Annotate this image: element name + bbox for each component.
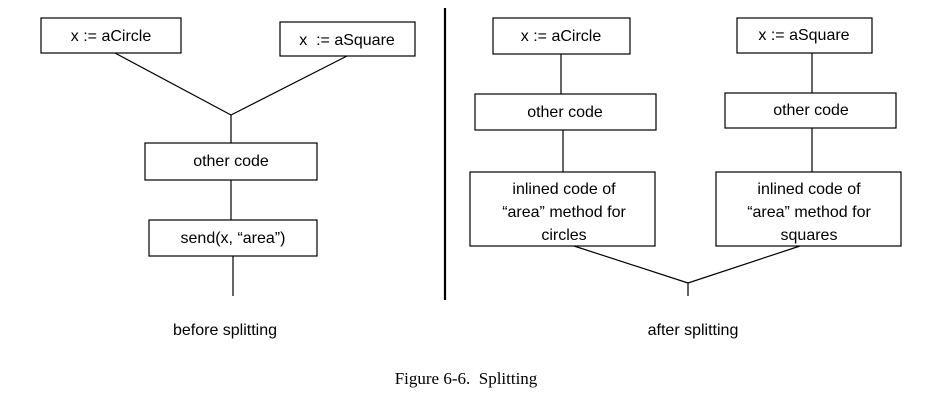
- left-send-label: send(x, “area”): [181, 230, 286, 247]
- right-merge-line-circles: [573, 245, 689, 284]
- right-circle-assign-box: [492, 17, 631, 55]
- left-square-assign-label: x := aSquare: [299, 32, 395, 49]
- right-inlined-squares-box: [715, 171, 902, 247]
- right-square-other-code-box: [724, 92, 897, 129]
- right-circle-other-code-box: [474, 93, 657, 131]
- right-inlined-squares-line-1: inlined code of: [757, 181, 861, 198]
- before-splitting-caption: before splitting: [173, 322, 277, 339]
- left-merge-line-square: [230, 55, 348, 116]
- right-inlined-circles-line-2: “area” method for: [502, 204, 626, 221]
- right-inlined-squares-line-3: squares: [781, 227, 838, 244]
- right-inlined-circles-box: [469, 171, 656, 247]
- right-inlined-squares-line-2: “area” method for: [747, 204, 871, 221]
- right-circle-assign-label: x := aCircle: [521, 28, 602, 45]
- left-circle-assign-box: [40, 17, 182, 54]
- after-splitting-caption: after splitting: [648, 322, 739, 339]
- right-circle-other-code-label: other code: [527, 104, 603, 121]
- left-square-assign-box: [279, 21, 416, 57]
- left-merge-line-circle: [114, 52, 232, 116]
- after-splitting-panel: x := aCircle other code inlined code of …: [469, 17, 902, 339]
- right-merge-line-squares: [687, 245, 801, 284]
- right-square-assign-label: x := aSquare: [758, 27, 849, 44]
- left-other-code-label: other code: [193, 153, 269, 170]
- right-inlined-circles-line-1: inlined code of: [512, 181, 616, 198]
- right-square-assign-box: [736, 17, 873, 54]
- left-send-box: [148, 219, 318, 257]
- right-square-other-code-label: other code: [773, 102, 849, 119]
- figure-caption: Figure 6-6. Splitting: [395, 369, 538, 388]
- before-splitting-panel: x := aCircle x := aSquare other code sen…: [40, 17, 416, 339]
- left-circle-assign-label: x := aCircle: [71, 28, 152, 45]
- right-inlined-circles-line-3: circles: [541, 227, 586, 244]
